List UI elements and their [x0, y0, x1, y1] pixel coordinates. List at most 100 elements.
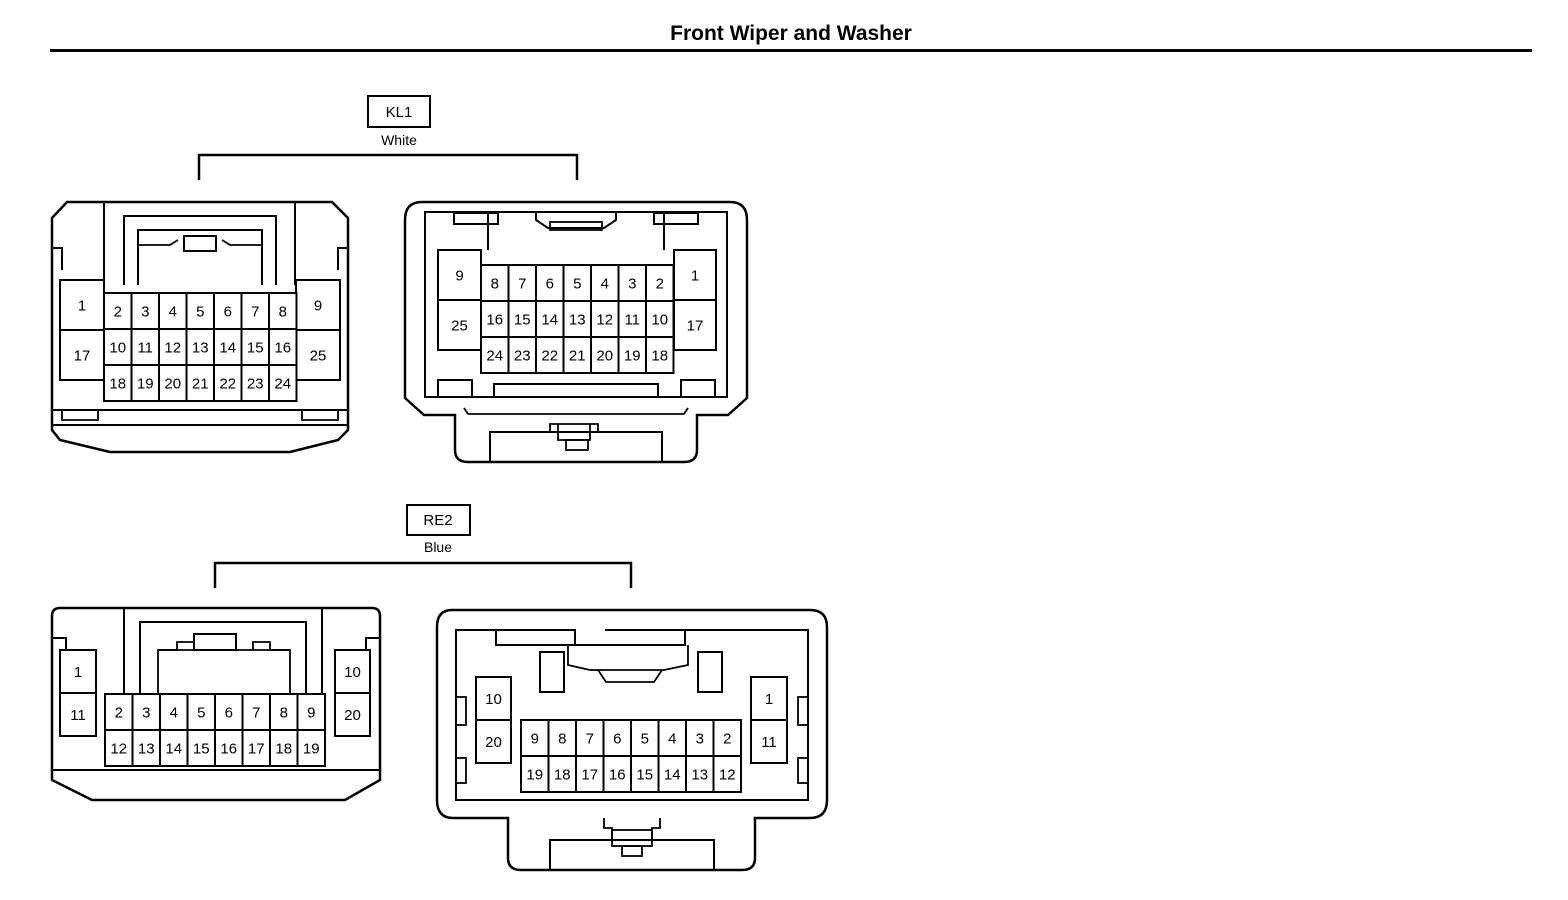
pin-frame — [712, 755, 742, 793]
pin-cell: 12 — [104, 729, 134, 767]
pin-cell: 6 — [535, 264, 565, 302]
pin-cell: 20 — [158, 364, 188, 402]
pin-cell: 8 — [480, 264, 510, 302]
pin-number: 5 — [641, 730, 649, 747]
pin-frame — [507, 300, 537, 338]
pin-cell: 3 — [131, 693, 161, 731]
pin-cell: 24 — [268, 364, 298, 402]
pin-number: 22 — [219, 375, 236, 392]
pin-cell: 16 — [480, 300, 510, 338]
pin-number: 15 — [247, 339, 264, 356]
pin-frame — [185, 364, 215, 402]
pin-frame — [673, 249, 717, 301]
pin-frame — [130, 364, 160, 402]
pin-number: 19 — [624, 347, 641, 364]
pin-cell: 8 — [269, 693, 299, 731]
pin-cell: 9 — [296, 693, 326, 731]
pin-frame — [59, 279, 105, 331]
pin-cell: 5 — [630, 719, 660, 757]
pin-frame — [334, 692, 371, 737]
connector-color-label: Blue — [424, 539, 452, 555]
connector-kl1: KL1 White — [50, 95, 749, 464]
pin-cell: 17 — [59, 329, 105, 381]
pin-number: 9 — [455, 267, 463, 284]
pin-frame — [437, 299, 482, 351]
pin-cell: 18 — [547, 755, 577, 793]
pin-cell: 20 — [475, 719, 512, 764]
pin-cell: 4 — [158, 292, 188, 330]
pin-cell: 13 — [685, 755, 715, 793]
pin-number: 9 — [314, 297, 322, 314]
pin-frame — [520, 719, 550, 757]
pin-cell: 3 — [617, 264, 647, 302]
pin-cell: 2 — [103, 292, 133, 330]
pin-cell: 25 — [437, 299, 482, 351]
pin-cell: 20 — [334, 692, 371, 737]
pin-frame — [750, 676, 788, 721]
pin-number: 14 — [664, 766, 681, 783]
connector-bracket — [197, 153, 579, 180]
page-title: Front Wiper and Washer — [670, 22, 912, 45]
pin-cell: 1 — [59, 279, 105, 331]
pin-number: 16 — [486, 311, 503, 328]
pin-cell: 10 — [103, 328, 133, 366]
pin-cell: 21 — [562, 336, 592, 374]
pin-number: 15 — [193, 740, 210, 757]
pin-number: 18 — [554, 766, 571, 783]
pin-number: 19 — [526, 766, 543, 783]
pin-cell: 2 — [104, 693, 134, 731]
pin-number: 3 — [141, 303, 149, 320]
pin-number: 18 — [651, 347, 668, 364]
pin-number: 10 — [651, 311, 668, 328]
pin-number: 10 — [485, 691, 502, 708]
pin-cell: 11 — [750, 719, 788, 764]
pin-number: 10 — [109, 339, 126, 356]
pin-number: 2 — [656, 275, 664, 292]
pin-number: 8 — [279, 303, 287, 320]
pin-number: 6 — [224, 303, 232, 320]
pin-number: 7 — [252, 704, 260, 721]
pin-number: 14 — [165, 740, 182, 757]
pin-cell: 14 — [213, 328, 243, 366]
pin-number: 8 — [280, 704, 288, 721]
pin-frame — [213, 292, 243, 330]
pin-number: 15 — [636, 766, 653, 783]
pin-number: 22 — [541, 347, 558, 364]
pin-cell: 3 — [130, 292, 160, 330]
pin-number: 2 — [115, 704, 123, 721]
pin-frame — [673, 299, 717, 351]
pin-number: 20 — [344, 707, 361, 724]
title-rule — [50, 49, 1532, 52]
pin-number: 19 — [137, 375, 154, 392]
pin-number: 13 — [138, 740, 155, 757]
pin-cell: 17 — [673, 299, 717, 351]
pin-number: 3 — [628, 275, 636, 292]
pin-cell: 13 — [185, 328, 215, 366]
pin-number: 11 — [761, 734, 777, 751]
pin-frame — [535, 336, 565, 374]
pin-number: 17 — [581, 766, 598, 783]
pin-number: 16 — [274, 339, 291, 356]
connector-color-label: White — [381, 132, 417, 148]
pin-cell: 15 — [507, 300, 537, 338]
pin-frame — [296, 729, 326, 767]
pin-frame — [590, 336, 620, 374]
pin-cell: 13 — [562, 300, 592, 338]
pin-cell: 14 — [535, 300, 565, 338]
pin-cell: 2 — [645, 264, 675, 302]
pin-number: 7 — [518, 275, 526, 292]
connector-bracket — [213, 561, 633, 588]
pin-number: 18 — [275, 740, 292, 757]
pin-cell: 4 — [657, 719, 687, 757]
pin-number: 7 — [586, 730, 594, 747]
pin-number: 23 — [514, 347, 531, 364]
pin-number: 10 — [344, 664, 361, 681]
pin-number: 25 — [310, 347, 327, 364]
pin-cell: 16 — [602, 755, 632, 793]
pin-number: 9 — [531, 730, 539, 747]
pin-number: 17 — [687, 317, 704, 334]
pin-cell: 10 — [645, 300, 675, 338]
pin-cell: 18 — [645, 336, 675, 374]
pin-frame — [295, 279, 341, 331]
pin-cell: 23 — [240, 364, 270, 402]
